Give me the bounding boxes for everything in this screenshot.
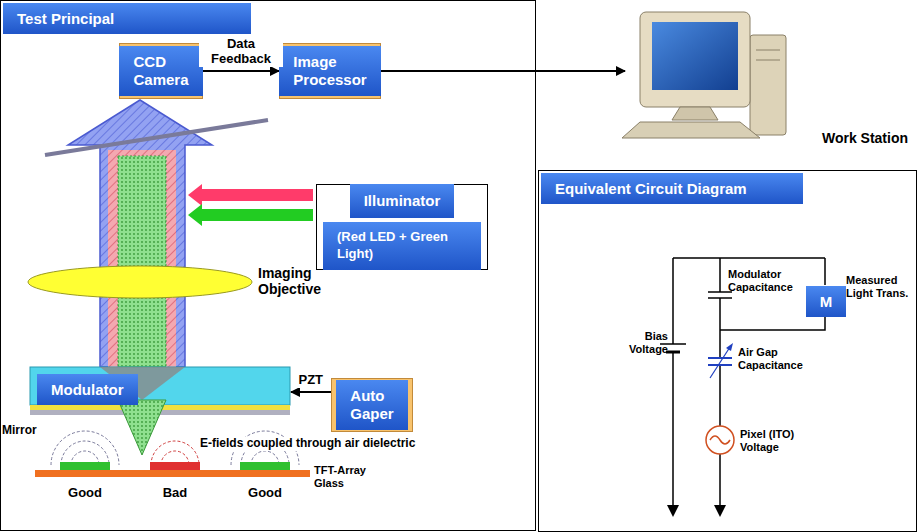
component-label: Bias Voltage [606,330,668,355]
node-text: Image Processor [279,46,380,96]
connector [381,70,625,72]
pixel-status: Bad [150,486,200,501]
tft-array [35,462,310,477]
variable-capacitor [708,343,733,378]
illuminator-box: Illuminator (Red LED + Green Light) [316,184,488,270]
node-text: CCD Camera [119,46,202,96]
node-text: M [806,286,847,317]
edge-label: PZT [297,373,326,388]
connector [203,70,279,72]
panel-title: Equivalent Circuit Diagram [541,173,803,204]
pixel-status: Good [60,486,110,501]
meter-symbol: M [807,286,845,316]
node-text: (Red LED + Green Light) [323,222,481,270]
process-box: CCD Camera [119,43,203,99]
node-text: Work Station [822,130,908,146]
process-box: Image Processor [279,43,381,99]
panel: Equivalent Circuit DiagramM [538,170,917,532]
workstation: Work Station [625,4,912,154]
ac-source [706,426,734,454]
pixel-status: Good [240,486,290,501]
modulator: Modulator [31,368,291,406]
component-label: Air Gap Capacitance [738,346,816,371]
illuminator-beams [188,184,313,226]
connector [291,391,331,393]
beam-splitter [45,120,268,155]
note: E-fields coupled through air dielectric [200,437,530,451]
edge-label: Data Feedback [199,37,283,67]
component-label: Pixel (ITO) Voltage [740,428,822,453]
computer-icon [622,12,786,138]
part-label: Imaging Objective [258,265,340,297]
node-text: Illuminator [350,184,455,218]
node-text: Modulator [37,374,138,405]
process-box: Auto Gaper [331,378,413,432]
part-label: Mirror [2,424,48,438]
lens [28,266,252,298]
component-label: Measured Light Trans. [846,274,914,299]
panel-title: Test Principal [3,3,251,34]
ground-arrows [667,505,726,517]
node-text: Auto Gaper [336,380,407,430]
component-label: Modulator Capacitance [728,268,808,293]
circuit-wires [660,258,825,505]
part-label: TFT-Array Glass [314,464,386,489]
